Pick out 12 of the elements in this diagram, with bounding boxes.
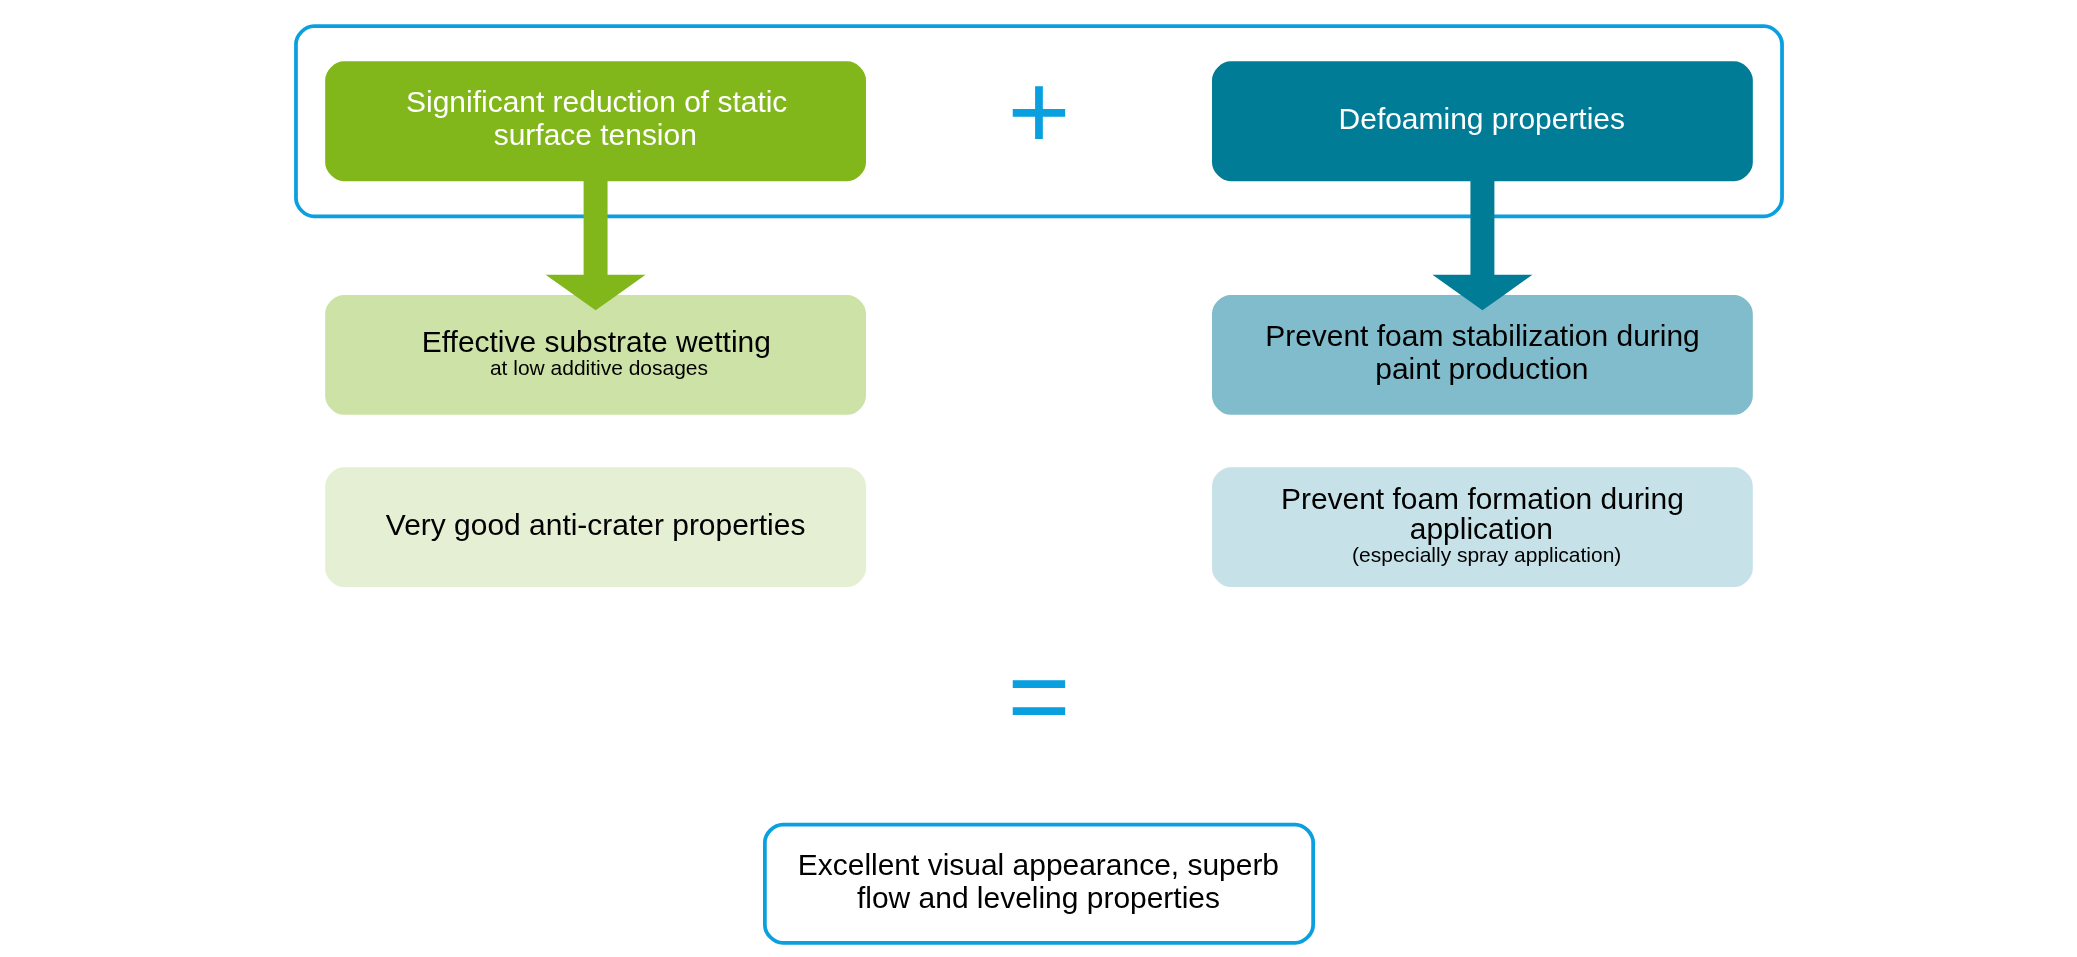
label: + (1007, 50, 1070, 172)
node-box: Excellent visual appearance, superb flow and leveling properties (762, 822, 1315, 945)
node-box: Effective substrate wetting at low additive dosages (324, 295, 866, 415)
arrow (545, 180, 646, 311)
label: = (1007, 634, 1070, 756)
node-box: Prevent foam stabilization during paint production (1211, 295, 1753, 415)
cluster (293, 24, 1784, 219)
node-box: Prevent foam formation during application (especially spray application) (1211, 467, 1753, 588)
node-box: Very good anti-crater properties (324, 467, 866, 588)
node-box: Significant reduction of static surface tension (324, 61, 866, 182)
node-box: Defoaming properties (1211, 61, 1753, 182)
arrow (1431, 180, 1532, 311)
